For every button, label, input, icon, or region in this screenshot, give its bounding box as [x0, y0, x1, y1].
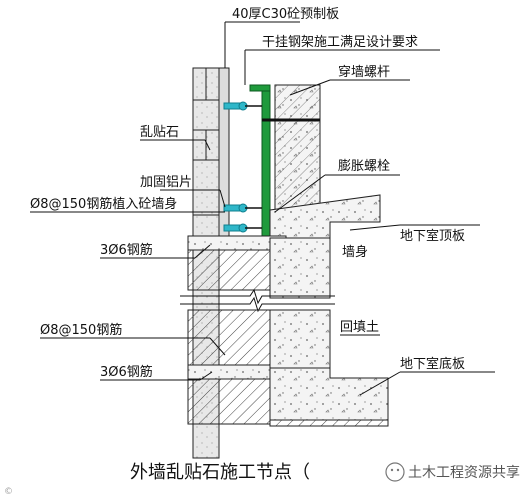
lower-beam [187, 364, 271, 380]
watermark-right: 土木工程资源共享 [408, 464, 520, 481]
lower-soil [187, 378, 271, 425]
precast-slab [218, 67, 230, 241]
label-wall-body: 墙身 [342, 244, 368, 260]
anchor-clips [223, 101, 248, 233]
label-expansion-bolt: 膨胀螺栓 [338, 159, 390, 174]
label-rebar-planted: Ø8@150钢筋植入砼墙身 [30, 196, 177, 212]
label-roof-slab: 地下室顶板 [400, 228, 465, 244]
label-rebar-8-150: Ø8@150钢筋 [40, 322, 122, 338]
label-rebar-3d6-bottom: 3Ø6钢筋 [100, 364, 153, 380]
watermark-left: © [4, 487, 13, 497]
leader-lines [30, 21, 495, 396]
watermark-logo [385, 462, 405, 482]
stone-joints [193, 68, 219, 216]
label-wall-bolt: 穿墙螺杆 [338, 64, 390, 80]
floor-slab [269, 367, 389, 421]
diagram-title: 外墙乱贴石施工节点（ [130, 462, 310, 483]
label-rebar-3d6-top: 3Ø6钢筋 [100, 242, 153, 258]
label-precast-slab: 40厚C30砼预制板 [232, 7, 339, 22]
label-floor-slab: 地下室底板 [400, 356, 465, 372]
label-steel-frame: 干挂钢架施工满足设计要求 [262, 35, 418, 50]
wall-body [269, 237, 331, 299]
label-aluminum-plate: 加固铝片 [140, 175, 192, 190]
break-line [180, 288, 335, 313]
steel-frame [261, 84, 271, 246]
label-random-stone: 乱贴石 [140, 125, 179, 140]
label-backfill: 回填土 [340, 320, 379, 335]
